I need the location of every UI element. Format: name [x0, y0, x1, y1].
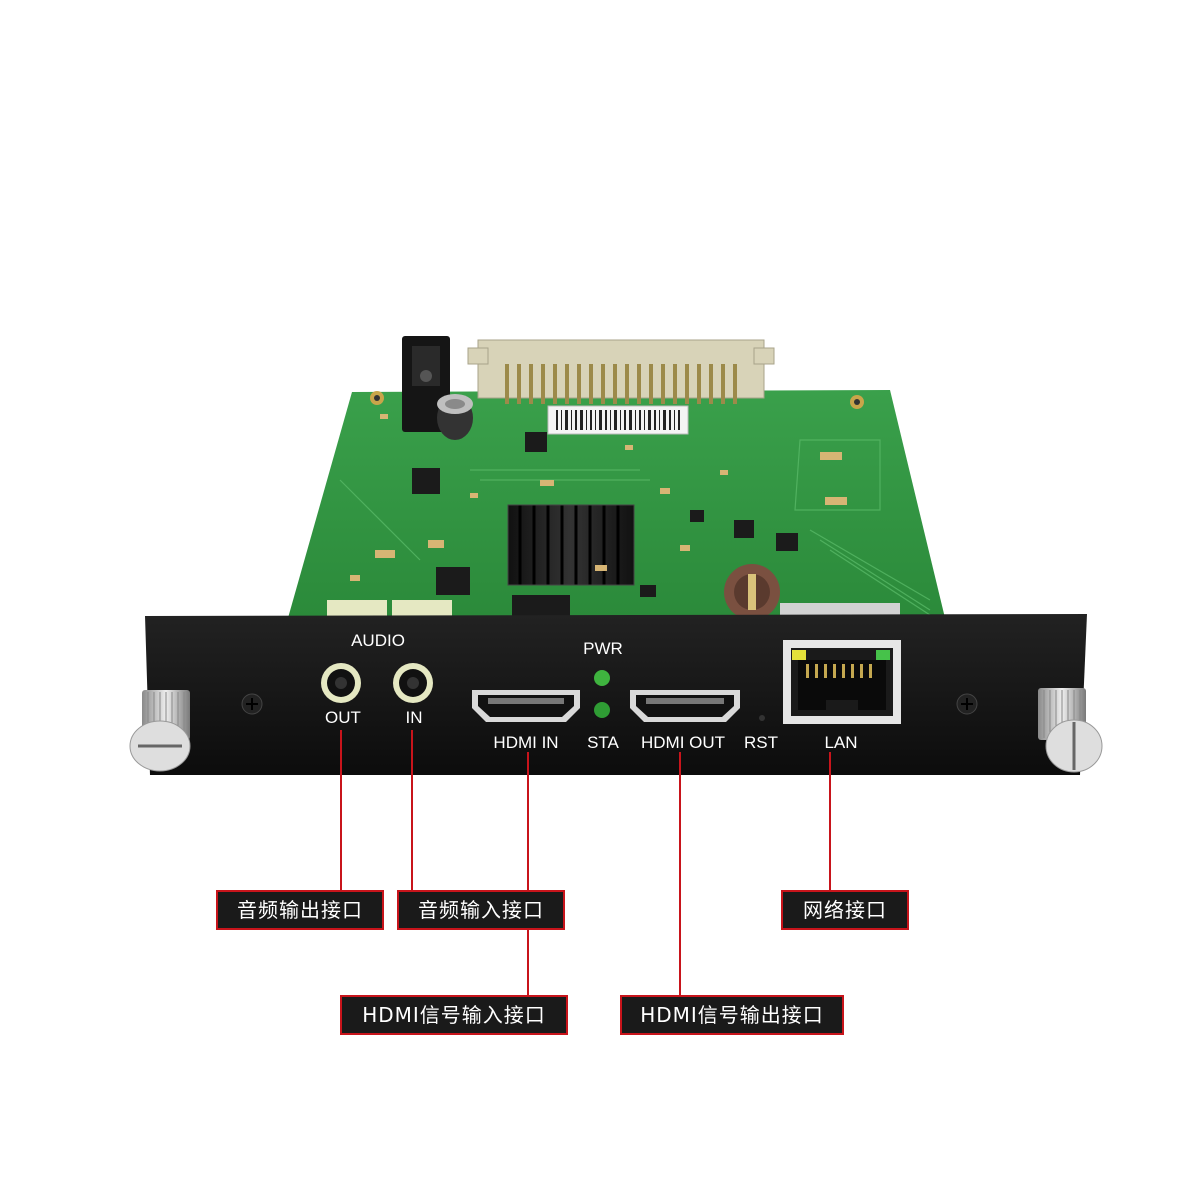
lan-port — [783, 640, 901, 724]
callout-audio-in: 音频输入接口 — [397, 890, 565, 930]
hdmi-out-port — [630, 690, 740, 722]
label-pwr: PWR — [583, 639, 623, 658]
brown-connector — [724, 564, 780, 620]
callout-network: 网络接口 — [781, 890, 909, 930]
audio-in-jack — [393, 663, 433, 703]
power-jack — [402, 336, 450, 432]
right-thumbscrew — [1038, 688, 1103, 773]
backplane-connector — [467, 339, 775, 435]
leader-lan — [829, 752, 831, 890]
label-audio-out: OUT — [325, 708, 361, 727]
hdmi-in-port — [472, 690, 580, 722]
audio-out-jack — [321, 663, 361, 703]
label-hdmi-in: HDMI IN — [493, 733, 559, 752]
left-thumbscrew — [129, 690, 191, 772]
callout-hdmi-out: HDMI信号输出接口 — [620, 995, 844, 1035]
label-rst: RST — [744, 733, 778, 752]
passives — [350, 414, 847, 581]
callout-audio-out: 音频输出接口 — [216, 890, 384, 930]
label-audio: AUDIO — [351, 631, 405, 650]
leader-hdmi-in — [527, 752, 529, 995]
callout-hdmi-in: HDMI信号输入接口 — [340, 995, 568, 1035]
leader-audio-out — [340, 730, 342, 890]
label-lan: LAN — [824, 733, 858, 752]
label-sta: STA — [587, 733, 619, 752]
sta-led — [594, 702, 610, 718]
pwr-led — [594, 670, 610, 686]
reset-pinhole — [759, 715, 765, 721]
chips — [412, 432, 798, 617]
label-audio-in: IN — [405, 708, 423, 727]
leader-audio-in — [411, 730, 413, 890]
capacitor — [437, 394, 473, 440]
label-hdmi-out: HDMI OUT — [640, 733, 726, 752]
pcb-board — [288, 390, 945, 618]
leader-hdmi-out — [679, 752, 681, 995]
heatsink — [507, 504, 635, 586]
